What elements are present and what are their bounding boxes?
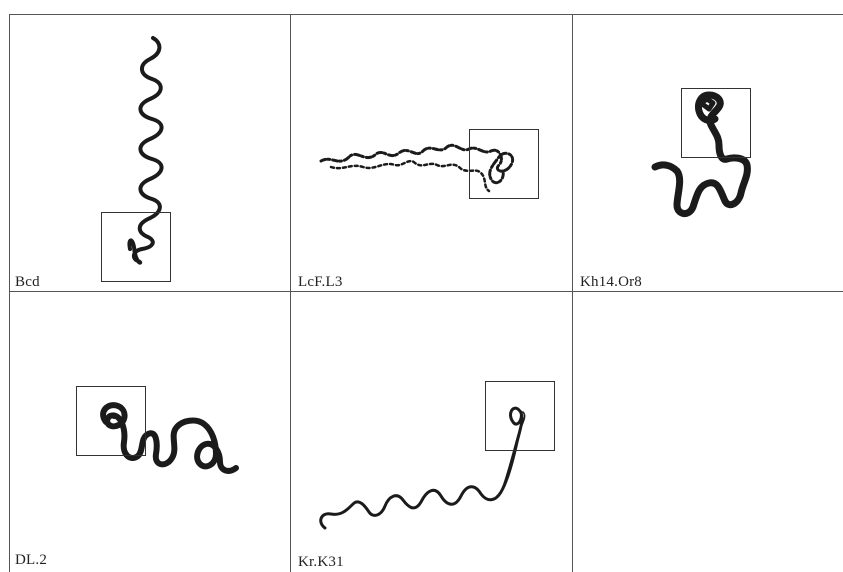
panel-label: Bcd (15, 274, 40, 291)
panel-label: DL.2 (15, 552, 47, 569)
panel-lcf-l3: LcF.L3 (291, 15, 572, 291)
chromatin-trace-kr-k31 (291, 292, 572, 572)
chromatin-trace-kh14-or8 (573, 15, 843, 291)
zoom-box (470, 130, 539, 199)
panel-kr-k31: Kr.K31 (291, 292, 572, 572)
panel-label: Kr.K31 (298, 554, 344, 571)
panel-dl-2: DL.2 (10, 292, 290, 572)
panel-kh14-or8: Kh14.Or8 (573, 15, 843, 291)
chromatin-trace-dl-2 (10, 292, 290, 572)
panel-label: Kh14.Or8 (580, 274, 642, 291)
panel-bcd: Bcd (10, 15, 290, 291)
chromatin-trace-lcf-l3 (291, 15, 572, 291)
chromatin-trace-bcd (10, 15, 290, 291)
panel-empty (573, 292, 843, 572)
panel-label: LcF.L3 (298, 274, 343, 291)
zoom-box (77, 387, 146, 456)
